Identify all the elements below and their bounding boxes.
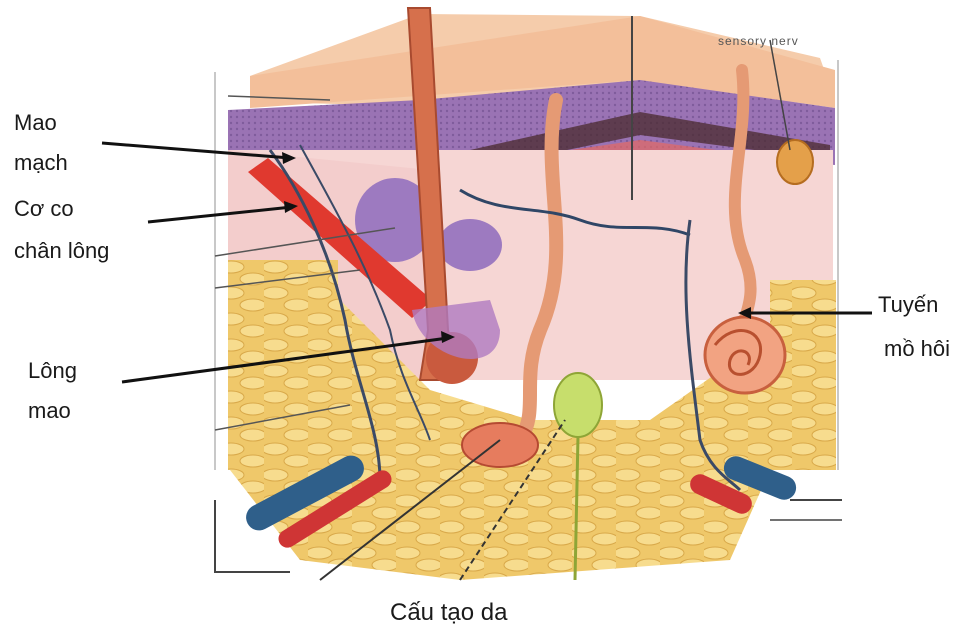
sweat-gland-label-line2: mồ hôi bbox=[884, 336, 950, 362]
capillary-label-line1: Mao bbox=[14, 110, 57, 136]
sebaceous-gland-2 bbox=[438, 219, 502, 271]
nerve-ending bbox=[777, 140, 813, 184]
muscle-label-line2: chân lông bbox=[14, 238, 109, 264]
sweat-gland-label-line1: Tuyến bbox=[878, 292, 938, 318]
sweat-gland-coil bbox=[705, 317, 785, 393]
diagram-caption: Cấu tạo da bbox=[390, 600, 507, 626]
hair-label-line2: mao bbox=[28, 398, 71, 424]
muscle-label-line1: Cơ co bbox=[14, 196, 74, 222]
hair-label-line1: Lông bbox=[28, 358, 77, 384]
capillary-label-line2: mạch bbox=[14, 150, 68, 176]
sensory-nerve-label: sensory nerv bbox=[718, 28, 799, 54]
